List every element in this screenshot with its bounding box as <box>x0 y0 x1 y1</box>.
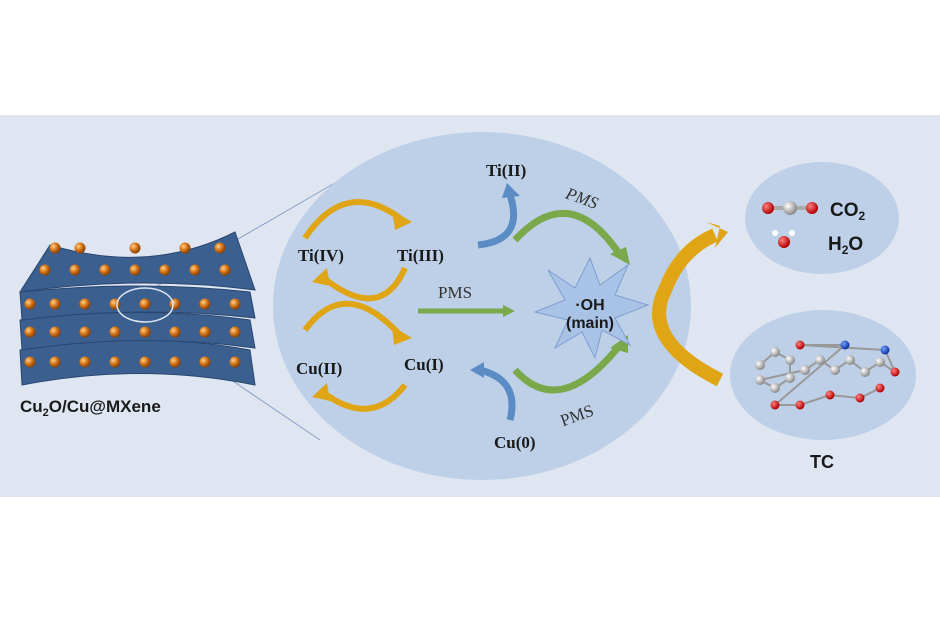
ti-ii-arrow <box>477 193 518 249</box>
degradation-arrowhead <box>706 222 728 248</box>
tc-atom <box>860 367 870 377</box>
mxene-stack <box>18 231 256 386</box>
tc-bond <box>829 394 861 399</box>
h2o-molecule <box>772 230 795 248</box>
tc-atom <box>785 373 795 383</box>
tc-atom <box>890 367 900 377</box>
cu-particle <box>49 242 61 254</box>
tc-atom <box>855 393 865 403</box>
label-ti-iii: Ti(III) <box>397 246 444 265</box>
cu-particle <box>49 356 61 368</box>
cu-particle <box>179 242 191 254</box>
cu-particle <box>199 356 211 368</box>
radical-main: (main) <box>566 315 614 332</box>
label-cu-ii: Cu(II) <box>296 359 342 378</box>
tc-atom <box>845 355 855 365</box>
cu-particle <box>74 242 86 254</box>
tc-atom <box>830 365 840 375</box>
cu-particle <box>169 356 181 368</box>
cu-particle <box>229 356 241 368</box>
cu-particle <box>219 264 231 276</box>
tc-atom <box>840 340 850 350</box>
cycle-arrowheads <box>312 210 412 401</box>
cu-particle <box>199 326 211 338</box>
ti-ii-arrowhead <box>502 183 520 198</box>
tc-atom <box>815 355 825 365</box>
cu-particle <box>169 326 181 338</box>
cu-particle <box>79 356 91 368</box>
co2-label: CO2 <box>830 200 866 223</box>
cu-particle <box>79 298 91 310</box>
cu-particle <box>49 326 61 338</box>
tc-atom <box>880 345 890 355</box>
tc-atom <box>755 360 765 370</box>
tc-bond <box>759 369 806 381</box>
tc-atom <box>795 340 805 350</box>
radical-burst <box>533 256 650 360</box>
tc-atom <box>875 357 885 367</box>
cu-particle <box>24 356 36 368</box>
pms-arrowhead <box>503 305 515 317</box>
cu-particle <box>99 264 111 276</box>
tc-atom <box>800 365 810 375</box>
cu-particle <box>139 298 151 310</box>
tc-atom <box>770 400 780 410</box>
label-cu-0: Cu(0) <box>494 433 536 452</box>
tc-atom <box>795 400 805 410</box>
tc-bond <box>799 394 831 406</box>
cu-particle <box>129 242 141 254</box>
co2-molecule <box>762 201 818 215</box>
cu-particle <box>109 356 121 368</box>
material-label: Cu2O/Cu@MXene <box>20 397 161 419</box>
products-bubble <box>745 162 899 274</box>
cu-particle <box>159 264 171 276</box>
cu-particle <box>39 264 51 276</box>
tc-bond <box>774 344 846 406</box>
cu-particle <box>214 242 226 254</box>
zoom-circle <box>116 287 174 323</box>
cu-particle <box>24 326 36 338</box>
tc-molecule <box>755 340 900 410</box>
cu-particle <box>24 298 36 310</box>
cu-particle <box>69 264 81 276</box>
label-ti-ii: Ti(II) <box>486 161 526 180</box>
tc-atom <box>770 383 780 393</box>
cu-particle <box>199 298 211 310</box>
cu-i-arrowhead <box>470 362 484 378</box>
cu-particle <box>229 326 241 338</box>
tc-atom <box>825 390 835 400</box>
ti-cycle-arrows <box>302 199 408 412</box>
tc-atom <box>770 347 780 357</box>
cu-particle <box>139 326 151 338</box>
h2o-label: H2O <box>828 234 863 257</box>
cu-particle <box>129 264 141 276</box>
label-ti-iv: Ti(IV) <box>298 246 344 265</box>
tc-atom <box>785 355 795 365</box>
cu-particle <box>109 326 121 338</box>
pollutant-bubble <box>730 310 916 440</box>
pollutant-label: TC <box>810 452 834 472</box>
cu-particle <box>49 298 61 310</box>
label-cu-i: Cu(I) <box>404 355 444 374</box>
tc-atom <box>755 375 765 385</box>
cu-particle <box>189 264 201 276</box>
tc-atom <box>875 383 885 393</box>
radical-oh: ·OH <box>575 297 604 314</box>
cu-particle <box>139 356 151 368</box>
cu-particle <box>229 298 241 310</box>
label-pms-center: PMS <box>438 283 472 302</box>
degradation-arrow <box>652 228 724 387</box>
cu-particle <box>79 326 91 338</box>
pms-top-arrowhead <box>610 247 630 265</box>
cu-i-arrow <box>479 366 516 421</box>
pms-bottom-arrow <box>512 342 623 394</box>
pms-top-arrow <box>512 209 623 257</box>
